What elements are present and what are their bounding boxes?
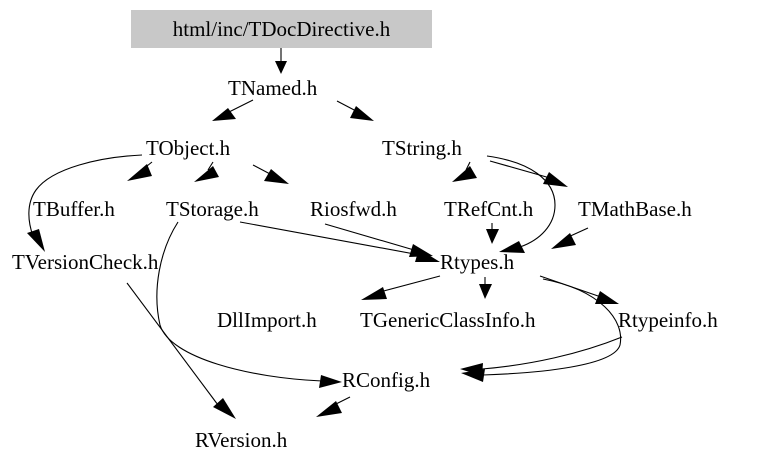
node-rtypeinfo[interactable]: Rtypeinfo.h [618, 308, 718, 332]
edge-tstorage-to-rconfig [156, 221, 342, 388]
edge-tobject-to-riosfwd [252, 164, 289, 184]
edge-tnamed-to-tstring [336, 100, 374, 121]
edge-riosfwd-to-rtypes [324, 223, 433, 257]
node-dllimport[interactable]: DllImport.h [217, 308, 317, 332]
node-tstorage[interactable]: TStorage.h [166, 197, 259, 221]
node-tversioncheck[interactable]: TVersionCheck.h [12, 250, 159, 274]
node-tnamed[interactable]: TNamed.h [228, 76, 318, 100]
node-root-tdocdirective[interactable]: html/inc/TDocDirective.h [131, 10, 432, 48]
edge-rconfig-to-rversion [316, 396, 351, 417]
edge-rtypes-to-dllimport [361, 275, 441, 300]
edge-tobject-to-tstorage [194, 161, 219, 182]
node-rversion[interactable]: RVersion.h [195, 428, 288, 452]
edge-rtypes-to-tgenericclassinfo [479, 277, 492, 299]
node-tgenericclassinfo[interactable]: TGenericClassInfo.h [360, 308, 536, 332]
node-tstring[interactable]: TString.h [382, 136, 462, 160]
edge-tstring-to-rtypes [486, 155, 556, 253]
edge-tstring-to-trefcnt [452, 161, 477, 182]
edge-tstring-to-tmathbase [489, 160, 568, 187]
node-rconfig[interactable]: RConfig.h [342, 368, 431, 392]
edge-tobject-to-tversioncheck [27, 154, 143, 252]
node-tobject[interactable]: TObject.h [146, 136, 231, 160]
node-tmathbase[interactable]: TMathBase.h [578, 197, 692, 221]
edge-tversioncheck-to-rversion [126, 282, 236, 419]
edge-tmathbase-to-rtypes [551, 227, 589, 249]
edge-tobject-to-tbuffer [127, 161, 153, 181]
node-tbuffer[interactable]: TBuffer.h [33, 197, 115, 221]
edge-trefcnt-to-rtypes [486, 223, 499, 244]
edge-root-to-tnamed [275, 48, 287, 74]
edge-tnamed-to-tobject [212, 99, 254, 121]
edge-rtypeinfo-to-rconfig [460, 336, 623, 376]
node-trefcnt[interactable]: TRefCnt.h [444, 197, 534, 221]
node-riosfwd[interactable]: Riosfwd.h [310, 197, 397, 221]
node-rtypes[interactable]: Rtypes.h [440, 250, 515, 274]
